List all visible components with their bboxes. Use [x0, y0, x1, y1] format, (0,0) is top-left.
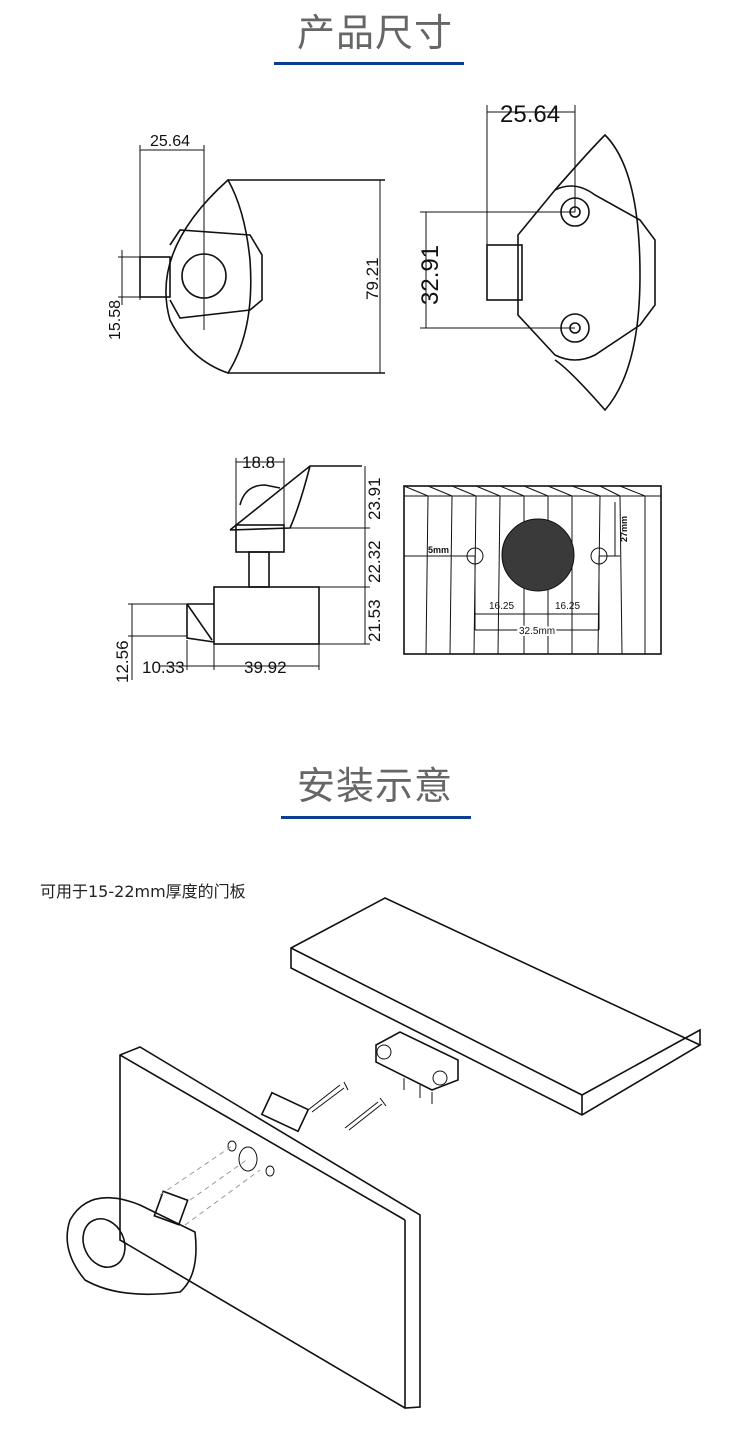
- profile-h1: 23.91: [365, 477, 384, 520]
- install-caption: 可用于15-22mm厚度的门板: [40, 882, 246, 901]
- left-offset-label: 16.25: [489, 601, 514, 612]
- side-height-label: 79.21: [363, 257, 382, 300]
- latch-body: [260, 1031, 459, 1133]
- door-panel: [119, 1046, 421, 1409]
- profile-body-w: 39.92: [244, 658, 287, 677]
- profile-h2: 22.32: [365, 540, 384, 583]
- side-base-label: 15.58: [107, 300, 124, 340]
- section-title-install: 安装示意: [296, 764, 453, 808]
- title-underline: [274, 62, 464, 65]
- front-spacing-label: 32.91: [417, 245, 444, 305]
- dimension-drawings: 25.64 79.21 15.58 25.64 32.91 18.8 23.91…: [107, 101, 662, 683]
- title-underline-install: [281, 816, 471, 819]
- drill-template-drawing: 5mm 27mm 16.25 16.25 32.5mm: [403, 485, 662, 655]
- profile-view-drawing: 18.8 23.91 22.32 21.53 12.56 10.33 39.92: [113, 453, 384, 683]
- knob-hole: [501, 518, 575, 592]
- screws: [307, 1078, 433, 1131]
- side-width-label: 25.64: [150, 133, 190, 150]
- total-label: 32.5mm: [519, 626, 555, 637]
- profile-h3: 21.53: [365, 599, 384, 642]
- height-label: 27mm: [619, 516, 629, 542]
- section-title-dimensions: 产品尺寸: [296, 11, 453, 55]
- profile-top-width: 18.8: [242, 453, 275, 472]
- right-offset-label: 16.25: [555, 601, 580, 612]
- knob: [66, 1190, 197, 1296]
- side-view-drawing: 25.64 79.21 15.58: [107, 133, 385, 374]
- front-width-label: 25.64: [500, 101, 560, 128]
- profile-left-w: 10.33: [142, 658, 185, 677]
- edge-label: 5mm: [428, 545, 449, 555]
- profile-left-h: 12.56: [113, 640, 132, 683]
- front-view-drawing: 25.64 32.91: [417, 101, 656, 412]
- cabinet-shelf: [290, 897, 702, 1116]
- dashed-guides: [159, 1145, 261, 1226]
